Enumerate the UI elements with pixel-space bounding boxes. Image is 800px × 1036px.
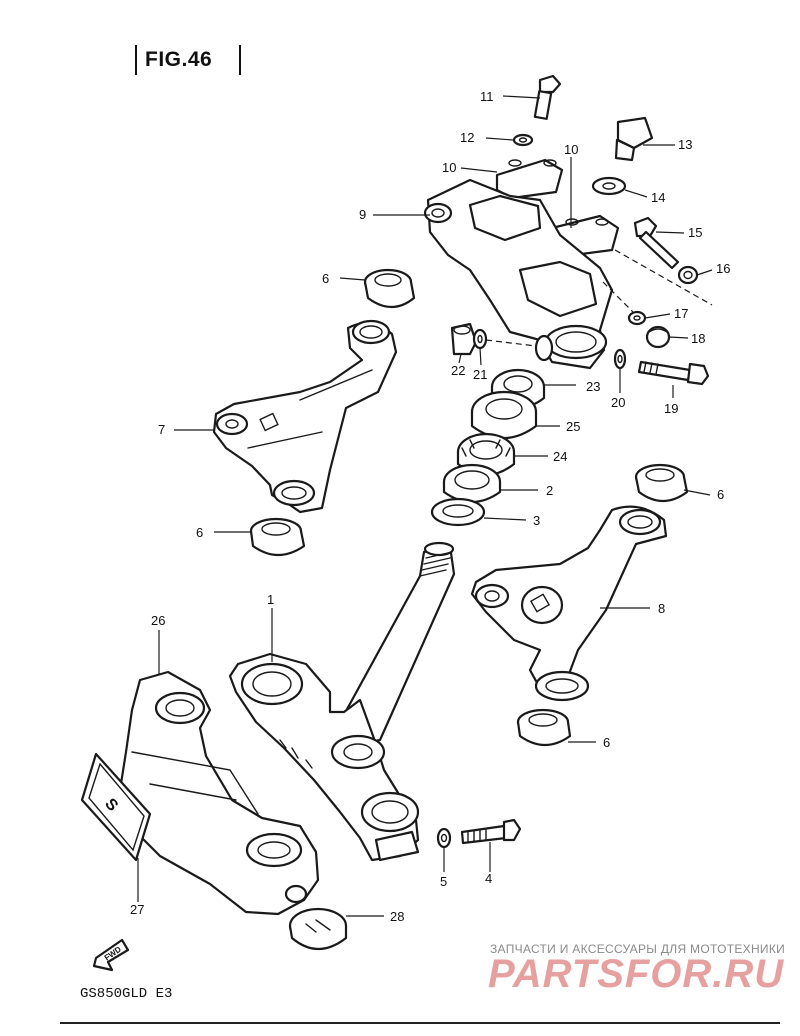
callout-6-upper-right: 6 <box>717 487 724 502</box>
callout-12: 12 <box>460 130 474 145</box>
part-6-cushion-upper-left[interactable] <box>363 268 416 309</box>
watermark-logo: PARTSFOR.RU <box>488 952 785 996</box>
callout-16: 16 <box>716 261 730 276</box>
callout-14: 14 <box>651 190 665 205</box>
callout-7: 7 <box>158 422 165 437</box>
callout-17: 17 <box>674 306 688 321</box>
part-17-washer[interactable] <box>627 310 647 326</box>
callout-labels: 11 12 13 14 10 10 9 15 16 17 18 19 20 21… <box>130 89 730 924</box>
callout-13: 13 <box>678 137 692 152</box>
callout-24: 24 <box>553 449 567 464</box>
leader-lines <box>137 95 713 917</box>
part-6-cushion-upper-right[interactable] <box>634 463 689 503</box>
callout-28: 28 <box>390 909 404 924</box>
part-7-lamp-bracket-left[interactable] <box>212 319 398 514</box>
part-3-washer[interactable] <box>430 497 486 527</box>
part-22-cap-nut[interactable] <box>450 322 478 356</box>
part-15-bolt[interactable] <box>633 216 680 270</box>
model-code: GS850GLD E3 <box>80 986 173 1002</box>
callout-1: 1 <box>267 592 274 607</box>
callout-23: 23 <box>586 379 600 394</box>
callout-4: 4 <box>485 871 492 886</box>
part-13-plug[interactable] <box>614 116 654 162</box>
figure-title-frame <box>135 45 241 75</box>
part-21-washer[interactable] <box>472 328 488 350</box>
callout-11: 11 <box>480 89 494 104</box>
callout-5: 5 <box>440 874 447 889</box>
callout-20: 20 <box>611 395 625 410</box>
part-9-upper-bracket[interactable] <box>423 178 614 370</box>
part-25-dust-seal[interactable] <box>470 390 538 439</box>
part-28-cap[interactable] <box>288 907 348 950</box>
figure-title: FIG.46 <box>145 48 213 71</box>
part-14-washer[interactable] <box>591 176 627 196</box>
callout-6-upper-left: 6 <box>322 271 329 286</box>
part-1-steering-stem[interactable] <box>228 541 456 862</box>
part-10-handlebar-holder-upper[interactable] <box>495 158 564 200</box>
watermark-tagline: ЗАПЧАСТИ И АКСЕССУАРЫ ДЛЯ МОТОТЕХНИКИ <box>490 942 786 956</box>
callout-9: 9 <box>359 207 366 222</box>
part-12-washer[interactable] <box>512 133 534 147</box>
callout-10b: 10 <box>564 142 578 157</box>
part-20-washer[interactable] <box>613 348 627 370</box>
part-2-bearing-race[interactable] <box>442 463 502 503</box>
part-19-bolt[interactable] <box>637 360 710 386</box>
callout-25: 25 <box>566 419 580 434</box>
bottom-rule <box>60 1022 780 1024</box>
callout-10a: 10 <box>442 160 456 175</box>
fwd-arrow-icon: FWD <box>92 938 130 972</box>
part-27-emblem[interactable]: S <box>80 752 152 862</box>
part-18-cap-nut[interactable] <box>645 325 671 349</box>
callout-27: 27 <box>130 902 144 917</box>
callout-15: 15 <box>688 225 702 240</box>
part-16-nut[interactable] <box>677 265 699 285</box>
callout-8: 8 <box>658 601 665 616</box>
part-6-cushion-lower-right[interactable] <box>516 708 572 747</box>
callout-21: 21 <box>473 367 487 382</box>
callout-26: 26 <box>151 613 165 628</box>
callout-6-left: 6 <box>196 525 203 540</box>
part-4-bolt[interactable] <box>460 818 522 845</box>
part-6-cushion-left[interactable] <box>249 517 306 557</box>
callout-2: 2 <box>546 483 553 498</box>
callout-6-lower-right: 6 <box>603 735 610 750</box>
callout-19: 19 <box>664 401 678 416</box>
part-5-washer[interactable] <box>436 827 452 849</box>
callout-22: 22 <box>451 363 465 378</box>
callout-3: 3 <box>533 513 540 528</box>
part-8-lamp-bracket-right[interactable] <box>470 505 668 702</box>
callout-18: 18 <box>691 331 705 346</box>
